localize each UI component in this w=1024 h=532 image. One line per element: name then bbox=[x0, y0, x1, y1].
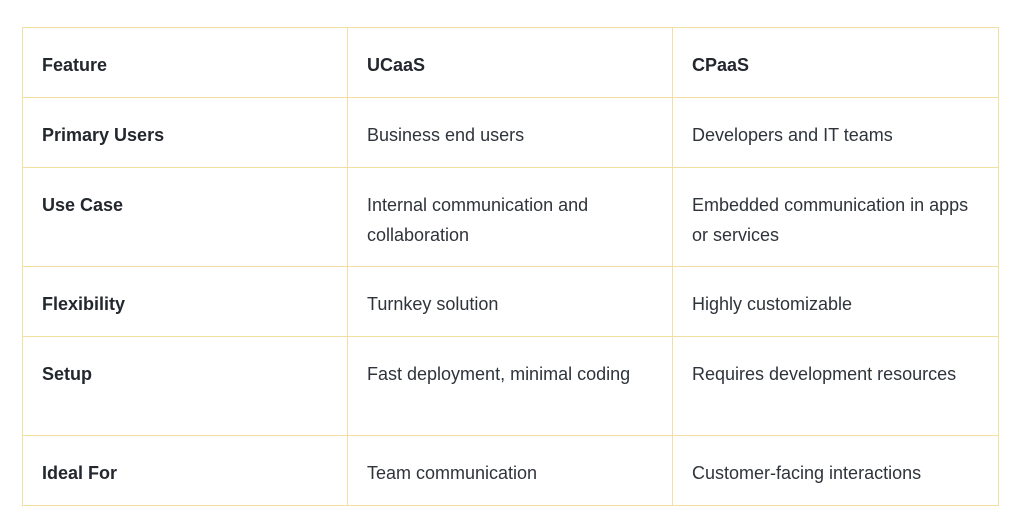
row-cpaas-ideal-for: Customer-facing interactions bbox=[672, 435, 999, 506]
table-row: Ideal For Team communication Customer-fa… bbox=[22, 435, 999, 506]
header-feature: Feature bbox=[22, 27, 348, 98]
row-ucaas-use-case: Internal communication and collaboration bbox=[347, 167, 673, 267]
comparison-table-container: Feature UCaaS CPaaS Primary Users Busine… bbox=[22, 27, 999, 506]
row-ucaas-primary-users: Business end users bbox=[347, 97, 673, 168]
row-feature-primary-users: Primary Users bbox=[22, 97, 348, 168]
header-ucaas: UCaaS bbox=[347, 27, 673, 98]
row-feature-use-case: Use Case bbox=[22, 167, 348, 267]
row-cpaas-flexibility: Highly customizable bbox=[672, 266, 999, 337]
table-row: Use Case Internal communication and coll… bbox=[22, 167, 999, 267]
table-row: Setup Fast deployment, minimal coding Re… bbox=[22, 336, 999, 436]
table-body: Primary Users Business end users Develop… bbox=[22, 97, 999, 506]
header-row: Feature UCaaS CPaaS bbox=[22, 27, 999, 98]
row-feature-flexibility: Flexibility bbox=[22, 266, 348, 337]
table-header: Feature UCaaS CPaaS bbox=[22, 27, 999, 98]
row-feature-ideal-for: Ideal For bbox=[22, 435, 348, 506]
header-cpaas: CPaaS bbox=[672, 27, 999, 98]
row-cpaas-use-case: Embedded communication in apps or servic… bbox=[672, 167, 999, 267]
row-ucaas-setup: Fast deployment, minimal coding bbox=[347, 336, 673, 436]
row-cpaas-setup: Requires development resources bbox=[672, 336, 999, 436]
table-row: Flexibility Turnkey solution Highly cust… bbox=[22, 266, 999, 337]
comparison-table: Feature UCaaS CPaaS Primary Users Busine… bbox=[22, 27, 999, 506]
row-ucaas-flexibility: Turnkey solution bbox=[347, 266, 673, 337]
row-cpaas-primary-users: Developers and IT teams bbox=[672, 97, 999, 168]
row-ucaas-ideal-for: Team communication bbox=[347, 435, 673, 506]
table-row: Primary Users Business end users Develop… bbox=[22, 97, 999, 168]
row-feature-setup: Setup bbox=[22, 336, 348, 436]
